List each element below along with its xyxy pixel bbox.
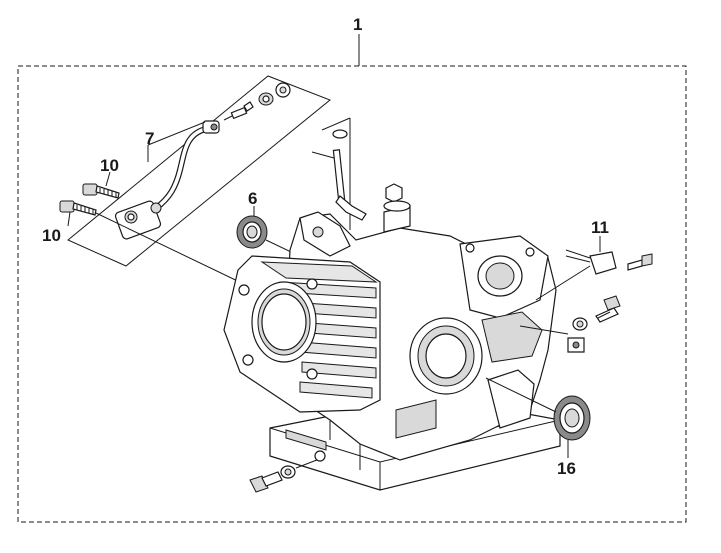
callout-oil-seal-small: 6: [248, 189, 258, 208]
oil-seal-large: [485, 377, 591, 458]
callout-bolt-lower: 10: [42, 226, 61, 245]
oil-sensor: [535, 236, 653, 301]
callout-assembly: 1: [353, 15, 363, 34]
bolt-upper: [82, 183, 120, 199]
rod-parts: [311, 117, 403, 230]
leader-bolt-lower: [67, 211, 71, 227]
callout-oil-sensor: 11: [591, 218, 609, 237]
callout-bolt-upper: 10: [100, 156, 119, 175]
assembly-boundary: [17, 65, 687, 523]
drain-plug-bottom: [249, 450, 326, 493]
leader-bolt-upper: [105, 171, 111, 187]
oil-pipe: [154, 125, 211, 211]
callout-oil-pipe: 7: [145, 129, 155, 148]
bolt-lower: [59, 200, 249, 287]
callout-oil-seal-large: 16: [557, 459, 576, 478]
drain-plug-right: [519, 295, 621, 353]
crankcase: [223, 200, 561, 491]
oil-pipe-group: [67, 75, 331, 267]
